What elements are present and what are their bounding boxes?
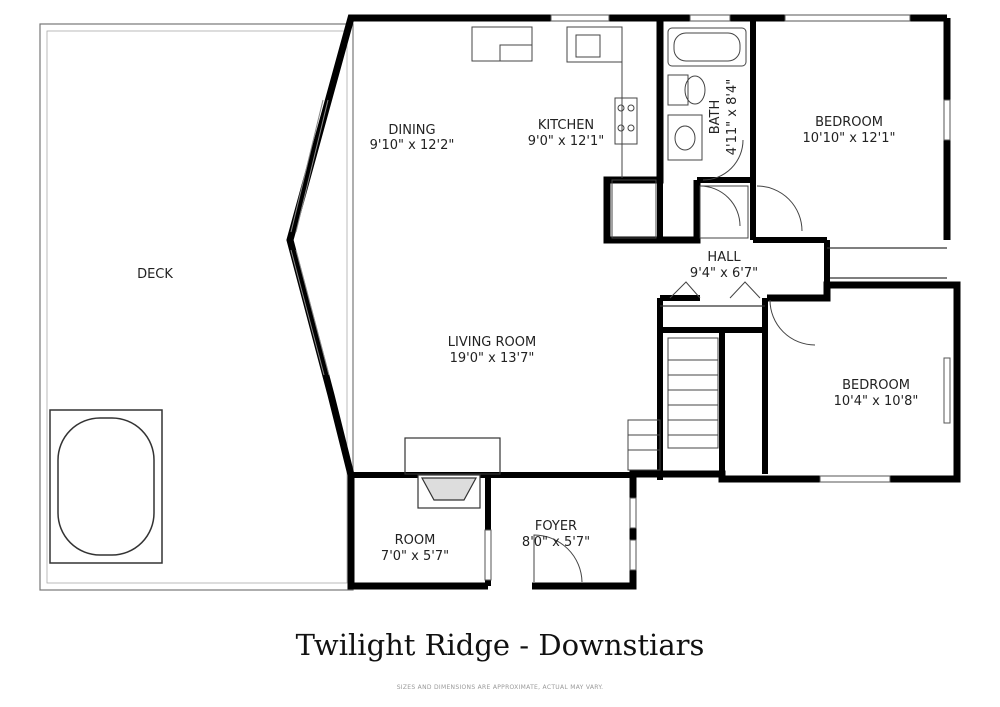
doors: [533, 185, 816, 583]
deck: [39, 23, 354, 591]
deck-label: DECK: [137, 267, 173, 282]
disclaimer-text: SIZES AND DIMENSIONS ARE APPROXIMATE, AC…: [396, 684, 604, 691]
windows: [484, 14, 951, 581]
bedroom1-label: BEDROOM: [815, 115, 883, 130]
kitchen-label: KITCHEN: [538, 118, 594, 133]
foyer-dims: 8'0" x 5'7": [522, 535, 590, 550]
floor-plan: DECK DINING 9'10" x 12'2" KITCHEN 9'0" x…: [39, 14, 961, 591]
bath-dims: 4'11" x 8'4": [725, 79, 740, 155]
fireplace: [404, 437, 501, 509]
kitchen-dims: 9'0" x 12'1": [528, 134, 604, 149]
hot-tub: [49, 409, 163, 564]
dining-dims: 9'10" x 12'2": [370, 138, 455, 153]
partitions: [660, 247, 947, 307]
room-dims: 7'0" x 5'7": [381, 549, 449, 564]
plan-title: Twilight Ridge - Downstiars: [295, 628, 705, 662]
glass-wall: [290, 99, 330, 376]
dining-label: DINING: [388, 123, 435, 138]
exterior-walls: [286, 14, 961, 590]
bath-fixtures: [667, 27, 747, 181]
stairs: [627, 337, 719, 471]
living-label: LIVING ROOM: [448, 335, 536, 350]
bedroom2-label: BEDROOM: [842, 378, 910, 393]
living-dims: 19'0" x 13'7": [450, 351, 535, 366]
bedroom1-dims: 10'10" x 12'1": [803, 131, 896, 146]
room-labels: DECK DINING 9'10" x 12'2" KITCHEN 9'0" x…: [137, 79, 918, 564]
bedroom2-dims: 10'4" x 10'8": [834, 394, 919, 409]
room-label: ROOM: [395, 533, 436, 548]
hall-label: HALL: [707, 250, 741, 265]
kitchen-fixtures: [471, 26, 657, 239]
hall-dims: 9'4" x 6'7": [690, 266, 758, 281]
bath-label: BATH: [708, 100, 723, 135]
foyer-label: FOYER: [535, 519, 577, 534]
